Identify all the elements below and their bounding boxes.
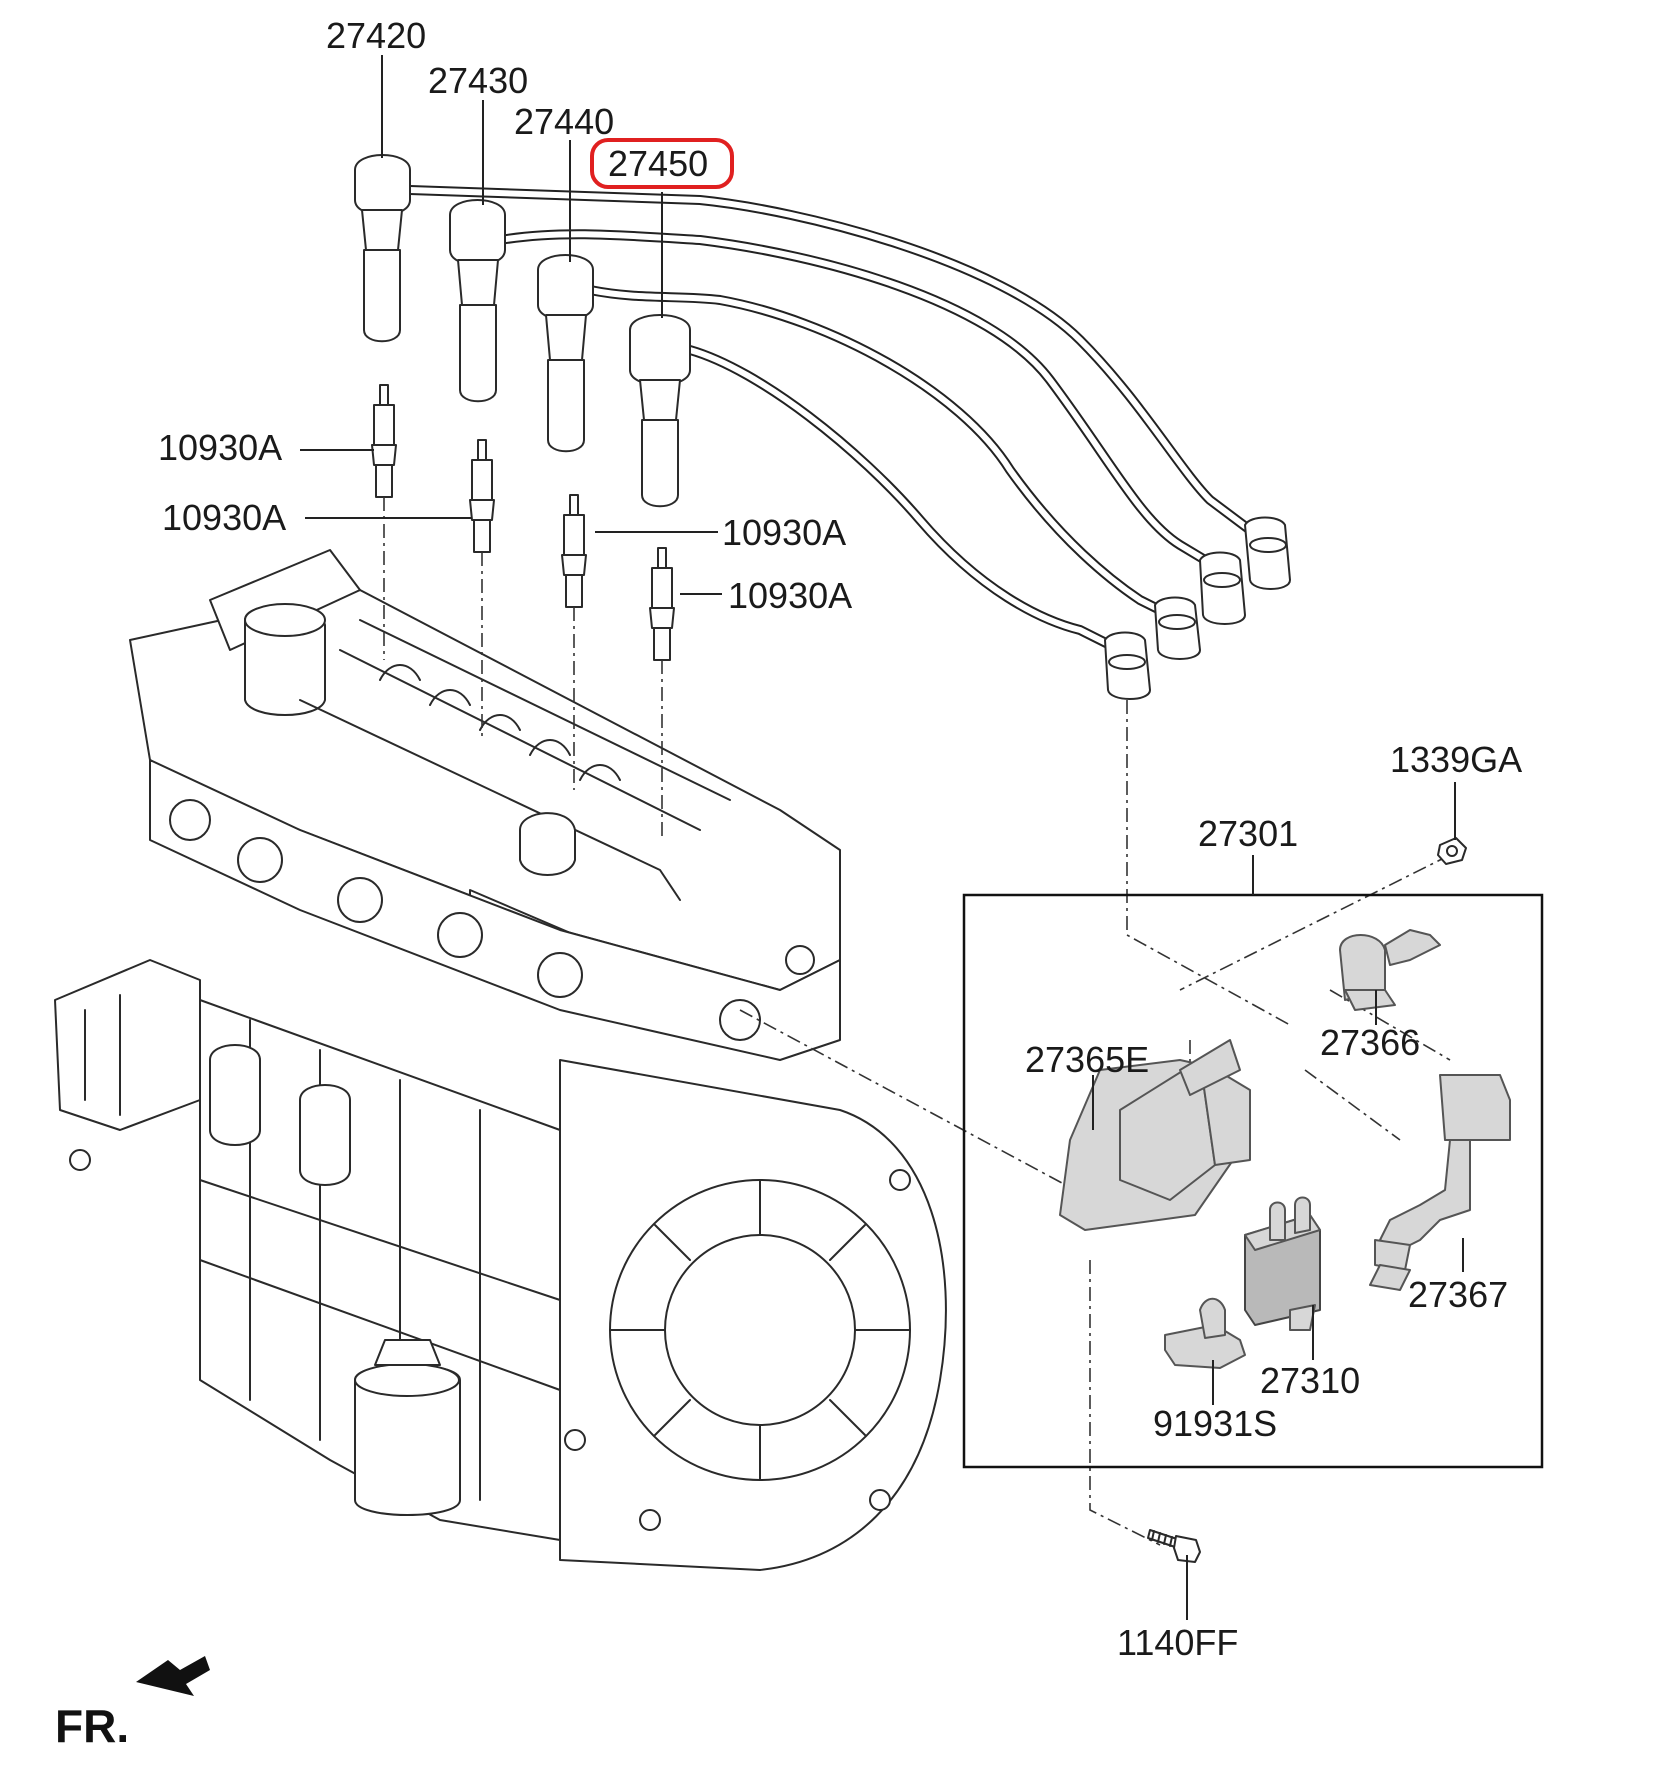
label-10930A-2[interactable]: 10930A	[162, 497, 286, 538]
coil-bracket-27365E	[1059, 1039, 1251, 1231]
ignition-wire-set	[354, 154, 1291, 700]
bracket-27366	[1339, 929, 1441, 1011]
coil-terminal-4	[1104, 631, 1151, 700]
leader-lines	[300, 55, 1464, 1620]
label-1339GA[interactable]: 1339GA	[1390, 739, 1522, 780]
ignition-coil-27310	[1244, 1196, 1321, 1331]
plug-boot-1	[354, 154, 411, 343]
label-27365E[interactable]: 27365E	[1025, 1039, 1149, 1080]
coil-terminal-3	[1154, 596, 1201, 660]
spark-plugs	[371, 384, 675, 661]
front-indicator: FR.	[55, 1656, 210, 1752]
label-27367[interactable]: 27367	[1408, 1274, 1508, 1315]
label-10930A-4[interactable]: 10930A	[728, 575, 852, 616]
coil-terminal-1	[1244, 516, 1291, 590]
spark-plug-2	[469, 439, 495, 553]
label-10930A-1[interactable]: 10930A	[158, 427, 282, 468]
assembly-lines	[383, 497, 1451, 1546]
label-27450[interactable]: 27450	[608, 143, 708, 184]
spark-plug-4	[649, 547, 675, 661]
spark-plug-3	[561, 494, 587, 608]
label-27310[interactable]: 27310	[1260, 1360, 1360, 1401]
label-27420[interactable]: 27420	[326, 15, 426, 56]
label-91931S[interactable]: 91931S	[1153, 1403, 1277, 1444]
harness-27367	[1369, 1074, 1511, 1291]
highlight-box-27450	[590, 138, 734, 189]
plug-boot-4	[629, 314, 691, 508]
engine-block-illustration	[54, 549, 947, 1571]
plug-boot-2	[449, 199, 506, 403]
spark-plug-1	[371, 384, 397, 498]
label-1140FF[interactable]: 1140FF	[1117, 1622, 1238, 1663]
front-label: FR.	[55, 1700, 129, 1752]
coil-terminal-2	[1199, 551, 1246, 625]
label-27301[interactable]: 27301	[1198, 813, 1298, 854]
bolt-1140FF	[1147, 1529, 1201, 1563]
label-27366[interactable]: 27366	[1320, 1022, 1420, 1063]
nut-1339GA	[1437, 837, 1467, 865]
clip-91931S	[1164, 1297, 1246, 1369]
part-labels: 27420 27430 27440 27450 10930A 10930A 10…	[158, 15, 1522, 1663]
label-10930A-3[interactable]: 10930A	[722, 512, 846, 553]
front-arrow-icon	[136, 1656, 210, 1696]
plug-boot-3	[537, 254, 594, 453]
label-27440[interactable]: 27440	[514, 101, 614, 142]
label-27430[interactable]: 27430	[428, 60, 528, 101]
